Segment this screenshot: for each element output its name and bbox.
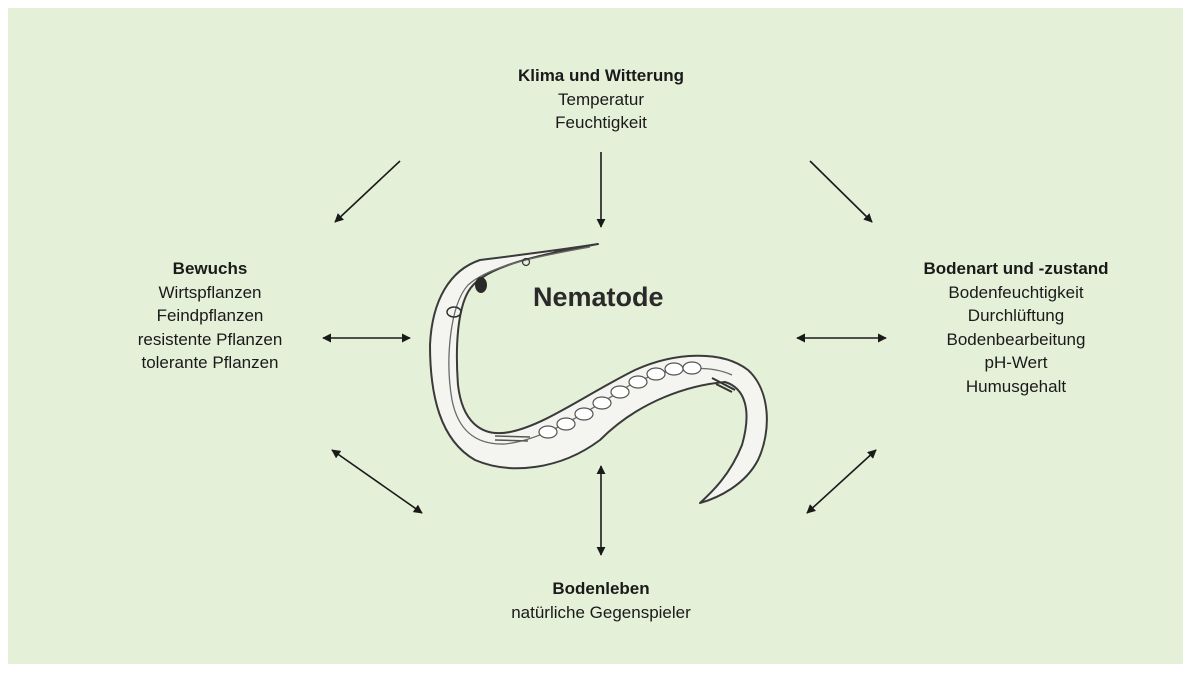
- factor-soil: Bodenart und -zustand Bodenfeuchtigkeit …: [876, 257, 1156, 398]
- factor-vegetation-item: resistente Pflanzen: [85, 328, 335, 352]
- factor-soil-item: Humusgehalt: [876, 375, 1156, 399]
- factor-climate-item: Temperatur: [451, 88, 751, 112]
- factor-climate: Klima und Witterung Temperatur Feuchtigk…: [451, 64, 751, 135]
- nematode-nerve-ring: [475, 277, 487, 293]
- nematode-label: Nematode: [533, 282, 664, 313]
- factor-soil-item: Bodenbearbeitung: [876, 328, 1156, 352]
- factor-vegetation: Bewuchs Wirtspflanzen Feindpflanzen resi…: [85, 257, 335, 375]
- arrow-soil-soillife: [807, 450, 876, 513]
- factor-soil-title: Bodenart und -zustand: [876, 257, 1156, 281]
- factor-soil-item: pH-Wert: [876, 351, 1156, 375]
- arrow-topleft-to-vegetation: [335, 161, 400, 222]
- factor-vegetation-title: Bewuchs: [85, 257, 335, 281]
- factor-soil-life-title: Bodenleben: [451, 577, 751, 601]
- arrow-topright-to-soil: [810, 161, 872, 222]
- factor-soil-life: Bodenleben natürliche Gegenspieler: [451, 577, 751, 624]
- factor-soil-item: Durchlüftung: [876, 304, 1156, 328]
- factor-climate-item: Feuchtigkeit: [451, 111, 751, 135]
- factor-climate-title: Klima und Witterung: [451, 64, 751, 88]
- factor-soil-item: Bodenfeuchtigkeit: [876, 281, 1156, 305]
- factor-vegetation-item: Wirtspflanzen: [85, 281, 335, 305]
- factor-vegetation-item: Feindpflanzen: [85, 304, 335, 328]
- arrow-vegetation-soillife: [332, 450, 422, 513]
- factor-soil-life-item: natürliche Gegenspieler: [451, 601, 751, 625]
- factor-vegetation-item: tolerante Pflanzen: [85, 351, 335, 375]
